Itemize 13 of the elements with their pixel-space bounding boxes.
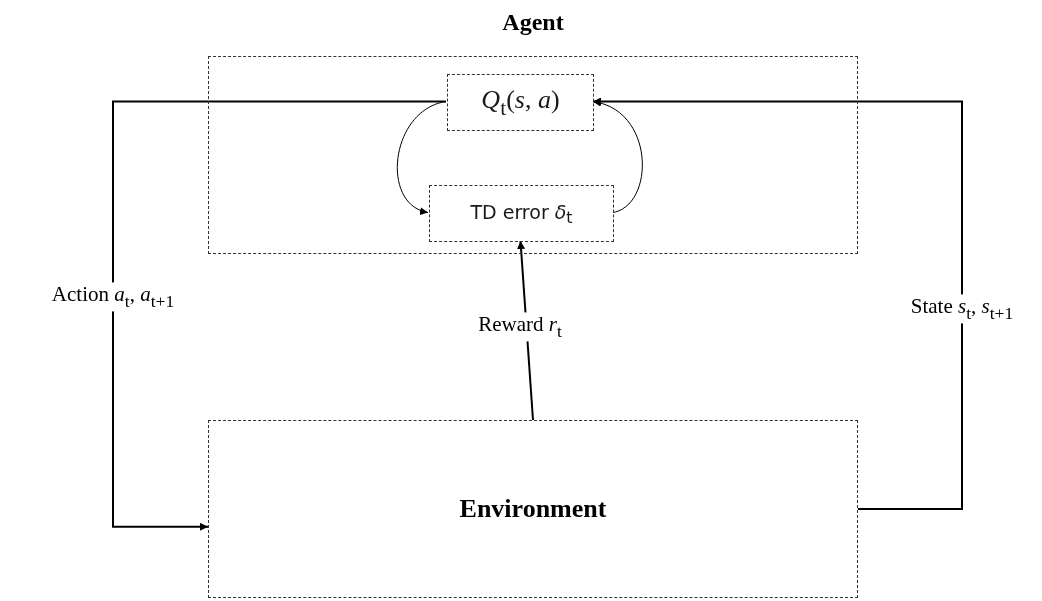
curved-arrow	[396, 101, 447, 214]
curved-arrow	[592, 99, 643, 213]
arrow	[592, 97, 963, 510]
node-label: Environment	[458, 494, 608, 524]
box-heading: Agent	[501, 9, 565, 36]
arrow	[112, 100, 447, 531]
edge-label: Action a$_{t}$, a$_{t+1}$	[49, 282, 177, 312]
edge-label: Reward r$_{t}$	[476, 312, 564, 342]
node-label: TD error δ$_{t}$	[469, 200, 574, 227]
process-box	[447, 74, 594, 131]
process-box	[429, 185, 614, 242]
node-label: Q$_{t}$(s, a)	[480, 84, 561, 121]
environment-box	[208, 420, 858, 598]
